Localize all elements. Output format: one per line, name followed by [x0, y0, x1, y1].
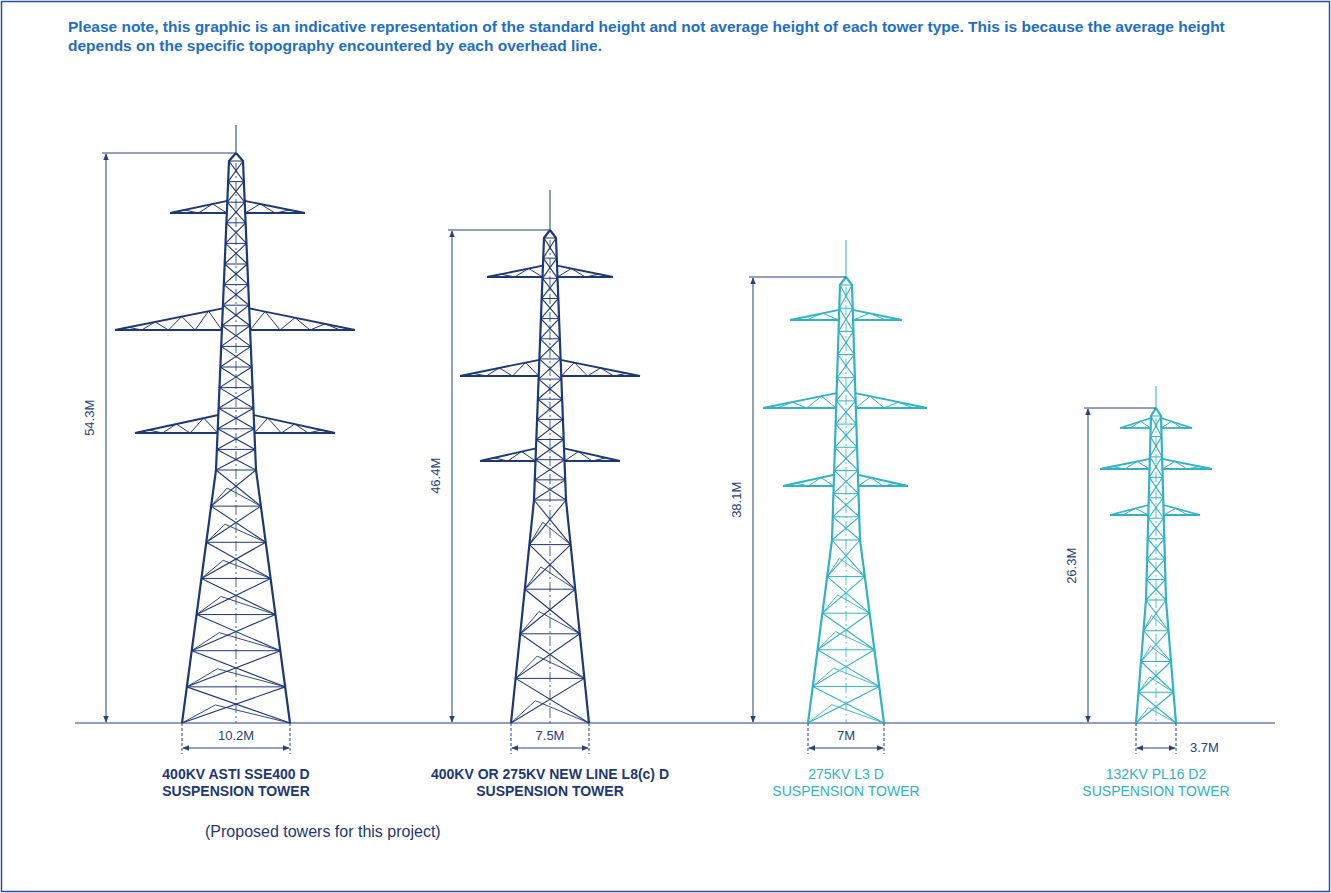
width-dimension-label: 7.5M [534, 728, 567, 744]
width-dimension [808, 723, 884, 754]
height-dimension [102, 153, 236, 722]
width-dimension-label: 7M [835, 728, 857, 744]
width-dimension-label: 10.2M [216, 728, 256, 744]
height-dimension [1084, 408, 1156, 722]
suspension-tower [460, 190, 640, 723]
width-dimension [1136, 723, 1176, 754]
height-dimension [448, 230, 550, 722]
ground-line [75, 722, 1275, 723]
suspension-tower [1100, 386, 1212, 723]
height-dimension-label: 54.3M [82, 398, 98, 438]
height-dimension-label: 26.3M [1064, 546, 1080, 586]
width-dimension-label: 3.7M [1188, 740, 1221, 756]
suspension-tower [115, 125, 355, 723]
width-dimension [511, 723, 589, 754]
height-dimension-label: 46.4M [428, 456, 444, 496]
caption-note: (Proposed towers for this project) [205, 822, 441, 841]
suspension-tower [763, 240, 927, 723]
tower-name: 275KV L3 D SUSPENSION TOWER [766, 766, 926, 800]
height-dimension-label: 38.1M [729, 480, 745, 520]
tower-name: 400KV OR 275KV NEW LINE L8(c) D SUSPENSI… [430, 766, 670, 800]
width-dimension [182, 723, 290, 754]
tower-name: 400KV ASTI SSE400 D SUSPENSION TOWER [131, 766, 341, 800]
tower-name: 132KV PL16 D2 SUSPENSION TOWER [1071, 766, 1241, 800]
height-dimension [749, 277, 846, 722]
note-text: Please note, this graphic is an indicati… [68, 18, 1283, 55]
